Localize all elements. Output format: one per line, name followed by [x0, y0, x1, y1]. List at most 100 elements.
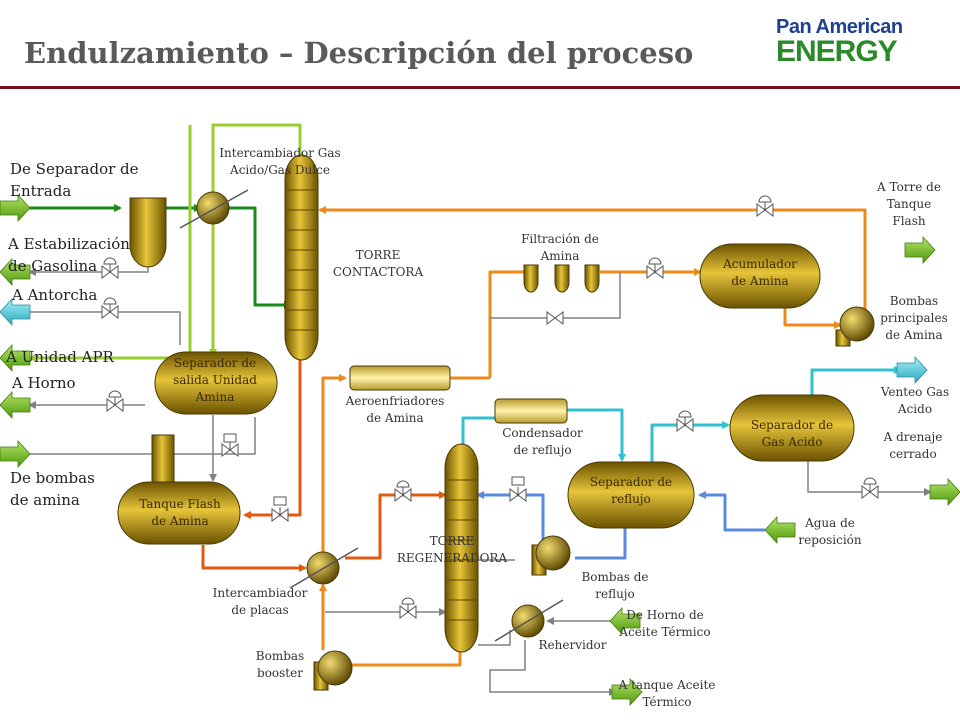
pipe-flare [30, 311, 181, 345]
pipe-tank-to-plate [201, 545, 307, 572]
inlet-separator [129, 197, 167, 268]
label-a-unidad-apr: A Unidad APR [6, 348, 114, 366]
label-torre-contactora: TORRE CONTACTORA [332, 248, 424, 279]
arrow-out-horno [0, 390, 31, 420]
arrow-out-tanque-aceite [611, 677, 643, 707]
label-intercambiador-placas: Intercambiador de placas [212, 586, 308, 617]
outlet-separator [154, 351, 278, 415]
arrow-in-agua [764, 515, 796, 545]
page-title: Endulzamiento – Descripción del proceso [24, 36, 694, 70]
acid-gas-separator [729, 394, 855, 462]
valve-separator-level [221, 433, 239, 457]
contactor-tower [284, 154, 319, 361]
label-a-horno: A Horno [12, 374, 76, 392]
arrow-out-gasolina [0, 257, 31, 287]
label-aeroenfriadores: Aeroenfriadores de Amina [345, 394, 445, 425]
filter-1 [523, 264, 539, 293]
label-filtracion: Filtración de Amina [521, 232, 599, 263]
label-bombas-principales: Bombas principales de Amina [880, 294, 948, 342]
label-a-antorcha: A Antorcha [12, 286, 98, 304]
pipe-hot-oil-out [489, 640, 617, 696]
pipe-drain [807, 460, 932, 496]
amine-accumulator [699, 243, 821, 309]
pipe-sweet-gas-top [211, 123, 302, 200]
pipe-reboiler-loop [478, 559, 515, 646]
label-bombas-reflujo: Bombas de reflujo [581, 570, 649, 601]
company-logo: Pan American ENERGY [776, 16, 946, 76]
pipe-lean-amine-return [318, 206, 867, 330]
label-separador-salida: Separador de salida Unidad Amina [173, 356, 257, 404]
reboiler [494, 599, 564, 642]
arrow-in-horno-aceite [609, 606, 641, 636]
label-intercambiador-gas: Intercambiador Gas Acido/Gas Dulce [219, 146, 341, 177]
filter-3 [584, 264, 600, 293]
logo-line1: Pan American [776, 16, 903, 38]
title-divider [0, 86, 960, 89]
label-separador-reflujo: Separador de reflujo [589, 475, 673, 506]
terminal-arrows [0, 193, 960, 707]
valve-reflux [509, 476, 527, 502]
arrow-out-drenaje [929, 477, 960, 507]
arrow-out-apr [0, 343, 31, 373]
air-coolers [349, 365, 451, 391]
arrow-out-torre [904, 235, 936, 265]
pipe-plate-to-aero [321, 374, 347, 555]
pipe-regen-to-condenser [461, 416, 495, 445]
contactor-trays [287, 189, 316, 331]
valve-lean-return [756, 195, 774, 217]
pipe-contactor-bottom [243, 360, 302, 519]
label-de-horno: De Horno de Aceite Térmico [619, 608, 711, 639]
reflux-separator [567, 461, 695, 529]
label-separador-gas-acido: Separador de Gas Acido [750, 418, 834, 449]
reflux-condenser [494, 398, 568, 424]
reflux-pumps [531, 535, 571, 576]
valve-drain [861, 477, 879, 499]
valve-filter-bypass [546, 311, 564, 325]
label-acumulador: Acumulador de Amina [723, 257, 797, 288]
arrow-in-separador [0, 193, 31, 223]
pipe-plate-to-regen [345, 491, 447, 560]
valve-tank-level [271, 496, 289, 522]
arrow-out-venteo [896, 355, 928, 385]
label-condensador: Condensador de reflujo [502, 426, 583, 457]
valve-regen-feed [394, 480, 412, 502]
label-a-estabilizacion: A Estabilización de Gasolina [8, 235, 130, 275]
pipe-vent [810, 366, 902, 395]
valve-plate-bypass [399, 597, 417, 619]
valve-gasoline [101, 257, 119, 279]
label-rehervidor: Rehervidor [538, 638, 607, 652]
pipe-bombas-amina [30, 417, 256, 455]
label-tanque-flash: Tanque Flash de Amina [139, 497, 221, 528]
pipe-regen-bottom [345, 650, 462, 667]
label-a-drenaje: A drenaje cerrado [883, 430, 943, 461]
equipment [117, 154, 875, 691]
label-venteo: Venteo Gas Acido [880, 385, 950, 416]
arrow-out-antorcha [0, 297, 31, 327]
plate-exchanger [289, 547, 359, 589]
pipe-filter-line [488, 270, 530, 378]
label-a-torre-tanque: A Torre de Tanque Flash [877, 180, 941, 228]
valve-flare [101, 297, 119, 319]
flash-tank-stack [151, 434, 175, 486]
pipe-reflux-return [476, 491, 545, 540]
flash-tank [117, 481, 241, 545]
pipe-filter-bypass [490, 272, 621, 319]
pipe-exchanger-to-contactor [228, 206, 292, 309]
regenerator-trays [447, 479, 476, 621]
main-pumps [835, 306, 875, 347]
valve-horno [106, 390, 124, 412]
label-torre-regeneradora: TORRE REGENERADORA [396, 534, 508, 565]
valve-filter-out [646, 257, 664, 279]
arrow-in-bombas [0, 439, 31, 469]
filter-2 [554, 264, 570, 293]
label-de-separador: De Separador de Entrada [10, 160, 139, 200]
gas-exchanger [179, 189, 249, 229]
label-a-tanque-aceite: A tanque Aceite Térmico [618, 678, 716, 709]
booster-pumps [313, 650, 353, 691]
label-bombas-booster: Bombas booster [255, 649, 305, 680]
pipe-sep-to-acidsep [650, 421, 730, 470]
valves [101, 195, 879, 619]
pipe-acc-to-pump [783, 308, 842, 329]
